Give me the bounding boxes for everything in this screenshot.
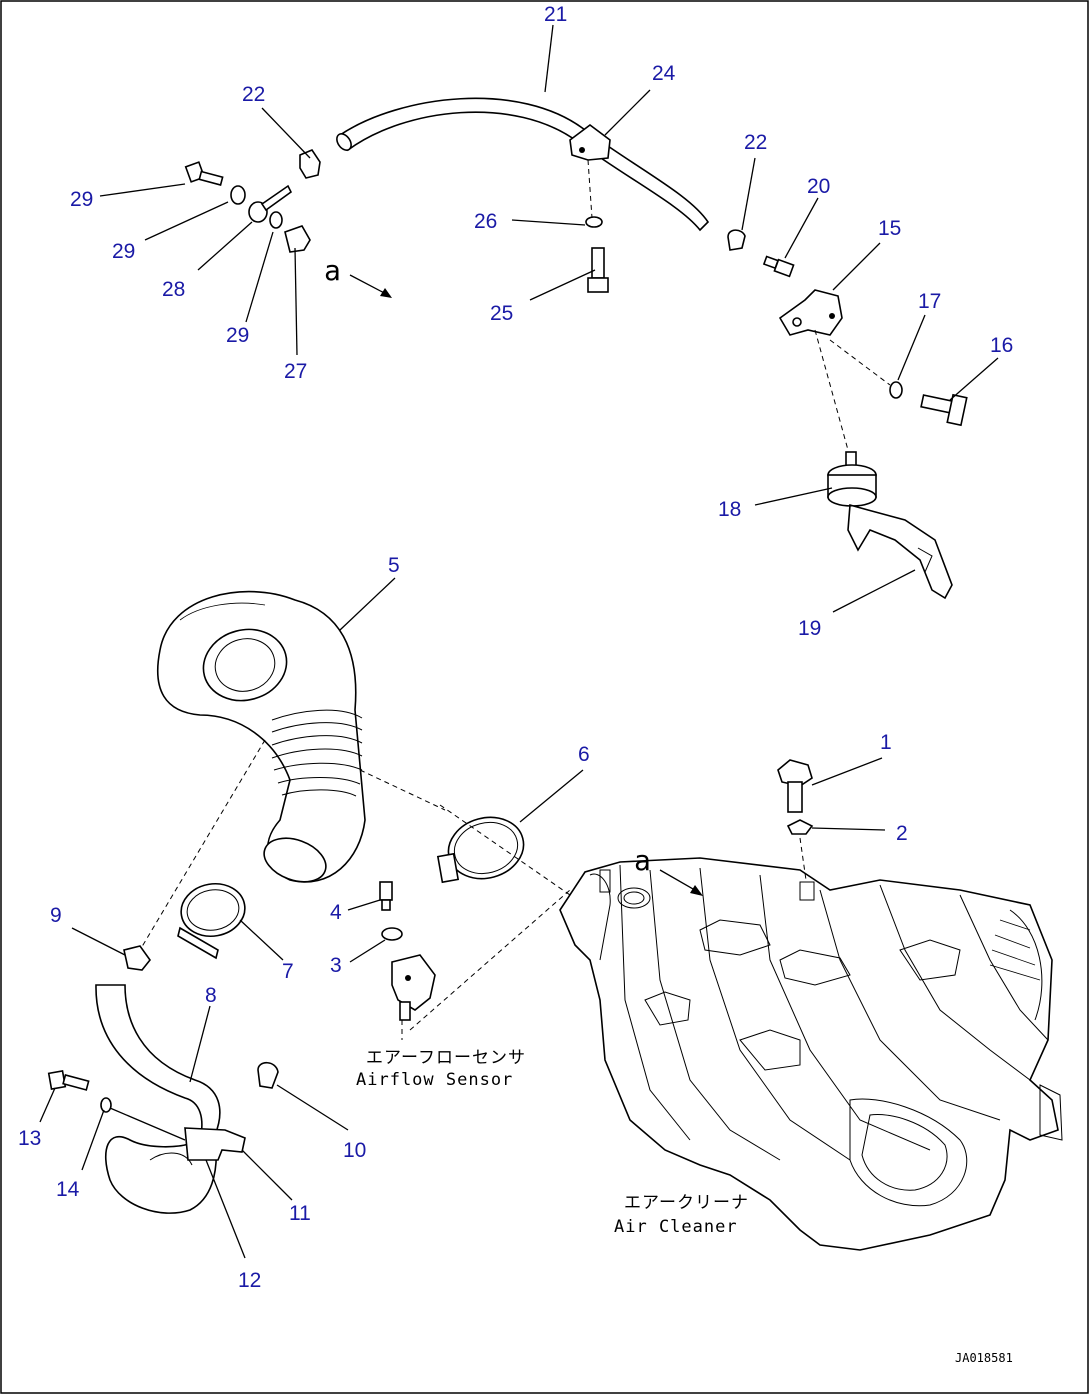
callout-6: 6 bbox=[578, 743, 590, 766]
callout-10: 10 bbox=[343, 1139, 366, 1162]
breather-hose bbox=[336, 97, 710, 232]
bracket-15 bbox=[778, 289, 843, 336]
callout-3: 3 bbox=[330, 954, 342, 977]
callout-14: 14 bbox=[56, 1178, 80, 1201]
clip-10 bbox=[257, 1061, 279, 1089]
callout-18: 18 bbox=[718, 498, 741, 521]
hose-clamp-23 bbox=[569, 124, 611, 161]
callout-23: 24 bbox=[652, 62, 676, 85]
callout-17: 17 bbox=[918, 290, 941, 313]
hose-clip-22-left bbox=[299, 149, 321, 179]
bolt-28 bbox=[184, 161, 224, 186]
washer-17 bbox=[889, 381, 903, 399]
washer-3 bbox=[381, 927, 403, 941]
callout-numbers: 21 24 22 29 29 28 29 27 26 25 22 20 15 1… bbox=[18, 3, 1013, 1292]
clamp-11 bbox=[184, 1127, 246, 1161]
bolt-1 bbox=[777, 759, 813, 813]
callout-8: 8 bbox=[205, 984, 217, 1007]
callout-15: 15 bbox=[878, 217, 901, 240]
airflow-sensor bbox=[391, 954, 436, 1021]
hose-clamp-7 bbox=[177, 882, 246, 960]
connector-20 bbox=[762, 255, 795, 278]
view-marker-cleaner: a bbox=[634, 844, 652, 877]
callout-22-right: 22 bbox=[744, 131, 767, 154]
air-cleaner-assembly bbox=[559, 857, 1063, 1251]
callout-25: 26 bbox=[474, 210, 497, 233]
bracket-19 bbox=[847, 503, 953, 600]
callout-9: 9 bbox=[50, 904, 62, 927]
callout-19: 19 bbox=[798, 617, 821, 640]
airflow-sensor-label-en: Airflow Sensor bbox=[356, 1070, 513, 1090]
view-marker-top: a bbox=[324, 254, 342, 287]
callout-27: 28 bbox=[162, 278, 185, 301]
bolt-13 bbox=[47, 1069, 90, 1091]
nut-26 bbox=[284, 225, 311, 253]
bolt-16 bbox=[920, 393, 968, 427]
callout-29-top: 29 bbox=[112, 240, 135, 263]
eye-joint-27 bbox=[248, 184, 293, 223]
callout-1: 1 bbox=[880, 731, 892, 754]
hose-clip-22-right bbox=[727, 229, 746, 251]
figure-reference-code: JA018581 bbox=[955, 1351, 1013, 1365]
callout-26: 27 bbox=[284, 360, 307, 383]
callout-24: 25 bbox=[490, 302, 513, 325]
washer-29-bottom bbox=[269, 211, 283, 229]
washer-14 bbox=[100, 1097, 112, 1113]
callout-21: 21 bbox=[544, 3, 567, 26]
leader-lines bbox=[39, 24, 999, 1259]
hose-clamp-6 bbox=[436, 816, 525, 884]
elbow-hose-5 bbox=[156, 590, 366, 883]
callout-12: 12 bbox=[238, 1269, 261, 1292]
air-cleaner-label-jp: エアークリーナ bbox=[624, 1193, 749, 1213]
screw-4 bbox=[379, 881, 393, 911]
callout-22-left: 22 bbox=[242, 83, 265, 106]
callout-2: 2 bbox=[896, 822, 908, 845]
washer-29-top bbox=[230, 185, 246, 205]
callout-5: 5 bbox=[388, 554, 400, 577]
sensor-18 bbox=[827, 451, 877, 507]
air-cleaner-label-en: Air Cleaner bbox=[614, 1217, 738, 1237]
airflow-sensor-label-jp: エアーフローセンサ bbox=[366, 1048, 526, 1068]
callout-28: 29 bbox=[70, 188, 93, 211]
callout-4: 4 bbox=[330, 901, 342, 924]
callout-11: 11 bbox=[289, 1202, 311, 1225]
callout-20: 20 bbox=[807, 175, 830, 198]
cap-9 bbox=[123, 945, 152, 971]
callout-13: 13 bbox=[18, 1127, 41, 1150]
washer-25 bbox=[585, 216, 603, 228]
callout-7: 7 bbox=[282, 960, 294, 983]
washer-2 bbox=[786, 819, 814, 835]
callout-16: 16 bbox=[990, 334, 1013, 357]
callout-29-bottom: 29 bbox=[226, 324, 249, 347]
